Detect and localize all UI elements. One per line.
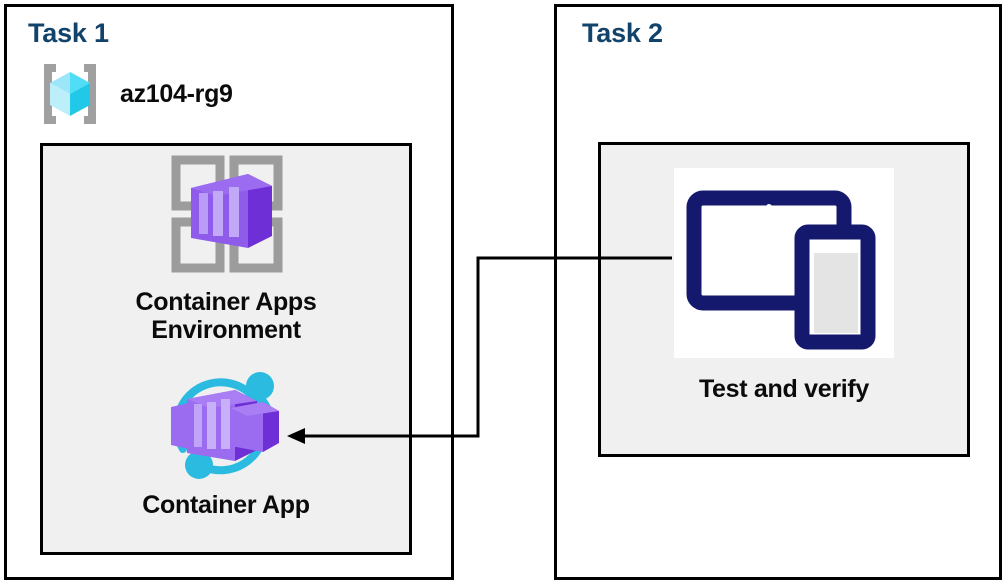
test-and-verify-node: Test and verify xyxy=(598,160,970,403)
resource-group-name: az104-rg9 xyxy=(120,79,233,108)
resource-group-icon xyxy=(34,58,106,130)
container-app-node: Container App xyxy=(40,363,412,519)
resource-group-row: az104-rg9 xyxy=(34,58,233,130)
container-apps-environment-node: Container Apps Environment xyxy=(40,152,412,344)
container-apps-environment-label: Container Apps Environment xyxy=(135,288,317,344)
devices-test-icon xyxy=(666,160,902,365)
task-1-title: Task 1 xyxy=(28,18,109,48)
task-2-title: Task 2 xyxy=(582,18,663,48)
test-and-verify-label: Test and verify xyxy=(698,375,870,403)
container-app-icon xyxy=(159,363,293,485)
container-apps-environment-icon xyxy=(160,152,292,280)
container-app-label: Container App xyxy=(142,491,310,519)
